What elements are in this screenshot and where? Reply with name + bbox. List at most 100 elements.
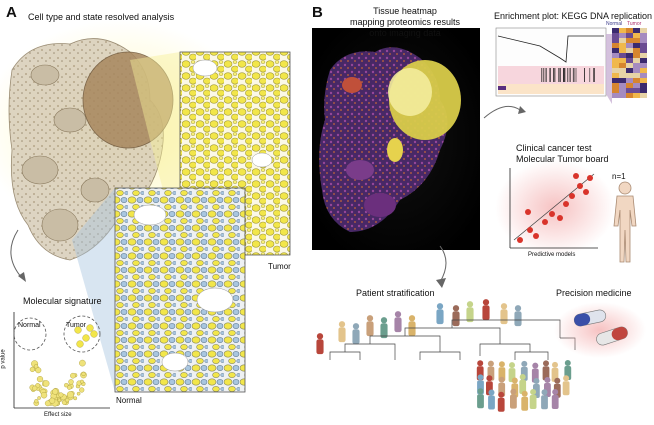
enrichment-plot	[495, 27, 607, 97]
patient-figure-head	[477, 374, 484, 381]
enrichment-heatmap-cell	[626, 78, 633, 83]
patient-figure-head	[519, 374, 526, 380]
pill-blue	[573, 309, 607, 327]
volcano-point	[81, 371, 86, 376]
enrichment-heatmap-cell	[633, 83, 640, 88]
clinical-points	[517, 173, 593, 243]
enrichment-heatmap	[612, 28, 647, 98]
enrichment-heatmap-cell	[640, 63, 647, 68]
enrichment-heatmap-cell	[619, 83, 626, 88]
patient-figure-body	[529, 395, 537, 409]
zoom-cone-normal	[72, 188, 115, 392]
patient-figure-head	[552, 389, 559, 395]
clinical-point	[533, 233, 539, 239]
patient-figure-body	[408, 321, 416, 337]
enrichment-legend-normal: Normal	[606, 21, 623, 27]
volcano-point	[51, 388, 59, 395]
enrichment-heatmap-cell	[619, 33, 626, 38]
molecular-signature-title: Molecular signature	[23, 296, 102, 306]
patient-figure-head	[521, 360, 528, 367]
enrichment-heatmap-cell	[612, 38, 619, 43]
volcano-xlabel: Effect size	[44, 412, 72, 418]
clinical-title-line2: Molecular Tumor board	[516, 154, 609, 164]
enrichment-heatmap-cell	[619, 28, 626, 33]
enrichment-heatmap-cell	[619, 53, 626, 58]
clinical-point	[569, 193, 575, 199]
clinical-point	[525, 209, 531, 215]
patient-figure-body	[541, 395, 548, 410]
volcano-point	[86, 324, 94, 332]
patient-figure-body	[338, 327, 346, 343]
patient-figure-head	[487, 360, 494, 367]
volcano-point	[58, 392, 64, 398]
enrichment-heatmap-cell	[626, 88, 633, 93]
enrichment-heatmap-cell	[626, 68, 633, 73]
enrichment-heatmap-cell	[626, 63, 633, 68]
enrichment-heatmap-cell	[626, 93, 633, 98]
volcano-point	[67, 385, 72, 390]
patient-figure-head	[533, 378, 540, 384]
enrichment-heatmap-cell	[619, 88, 626, 93]
patient-figure-head	[466, 301, 474, 308]
patient-figure-body	[497, 397, 505, 412]
enrichment-heatmap-cell	[633, 73, 640, 78]
patient-figure-head	[544, 377, 551, 383]
patient-figure-head	[552, 361, 558, 368]
patient-figure-body	[510, 394, 517, 409]
enrichment-heatmap-cell	[640, 83, 647, 88]
patient-figure-head	[532, 362, 539, 369]
patient-figure-head	[498, 376, 505, 383]
patient-figure-head	[482, 299, 490, 306]
enrichment-heatmap-cell	[640, 53, 647, 58]
enrichment-heatmap-cell	[640, 73, 647, 78]
enrichment-heatmap-cell	[619, 73, 626, 78]
enrichment-heatmap-cell	[640, 33, 647, 38]
arrow-to-signature-head	[18, 272, 26, 282]
patient-figure-body	[366, 321, 374, 337]
volcano-point	[35, 367, 42, 374]
enrichment-heatmap-cell	[612, 33, 619, 38]
enrichment-heatmap-cell	[612, 73, 619, 78]
enrichment-heatmap-cell	[633, 43, 640, 48]
arrow-to-stratification	[439, 245, 447, 283]
human-figure	[613, 181, 637, 263]
patient-figure-head	[352, 323, 360, 330]
enrichment-heatmap-cell	[612, 68, 619, 73]
patient-figure-head	[408, 315, 416, 322]
enrichment-heatmap-cell	[626, 48, 633, 53]
enrichment-heatmap-cell	[619, 93, 626, 98]
patient-figure-head	[530, 389, 537, 395]
clinical-xlabel: Predictive models	[528, 252, 576, 258]
volcano-point	[79, 359, 86, 367]
patient-figure-head	[394, 311, 402, 318]
enrichment-heatmap-cell	[626, 53, 633, 58]
volcano-ylabel: p value	[0, 349, 7, 369]
patient-figure-head	[500, 303, 508, 310]
clinical-point	[563, 201, 569, 207]
patient-figure-body	[521, 396, 529, 411]
volcano-point	[74, 326, 82, 334]
enrichment-heatmap-cell	[619, 43, 626, 48]
enrichment-heatmap-cell	[612, 63, 619, 68]
volcano-plot	[13, 312, 110, 409]
volcano-point	[49, 397, 56, 404]
heatmap-title-line2: mapping proteomics results	[349, 17, 461, 27]
enrichment-heatmap-cell	[633, 48, 640, 53]
enrichment-heatmap-cell	[626, 73, 633, 78]
patient-figure-body	[488, 395, 495, 410]
patient-figure-body	[551, 395, 559, 409]
enrichment-heatmap-cell	[633, 88, 640, 93]
patient-figure-head	[338, 321, 346, 328]
enrichment-heatmap-cell	[626, 33, 633, 38]
patient-figure-head	[366, 315, 374, 322]
patient-figure-head	[486, 375, 493, 382]
enrichment-heatmap-cell	[633, 93, 640, 98]
enrichment-legend-tumor: Tumor	[627, 21, 642, 27]
enrichment-heatmap-cell	[640, 78, 647, 83]
patient-figure-head	[509, 362, 515, 369]
normal-label: Normal	[116, 396, 142, 405]
enrichment-heatmap-cell	[640, 93, 647, 98]
enrichment-heatmap-cell	[612, 48, 619, 53]
arrow-to-stratification-head	[436, 278, 446, 288]
